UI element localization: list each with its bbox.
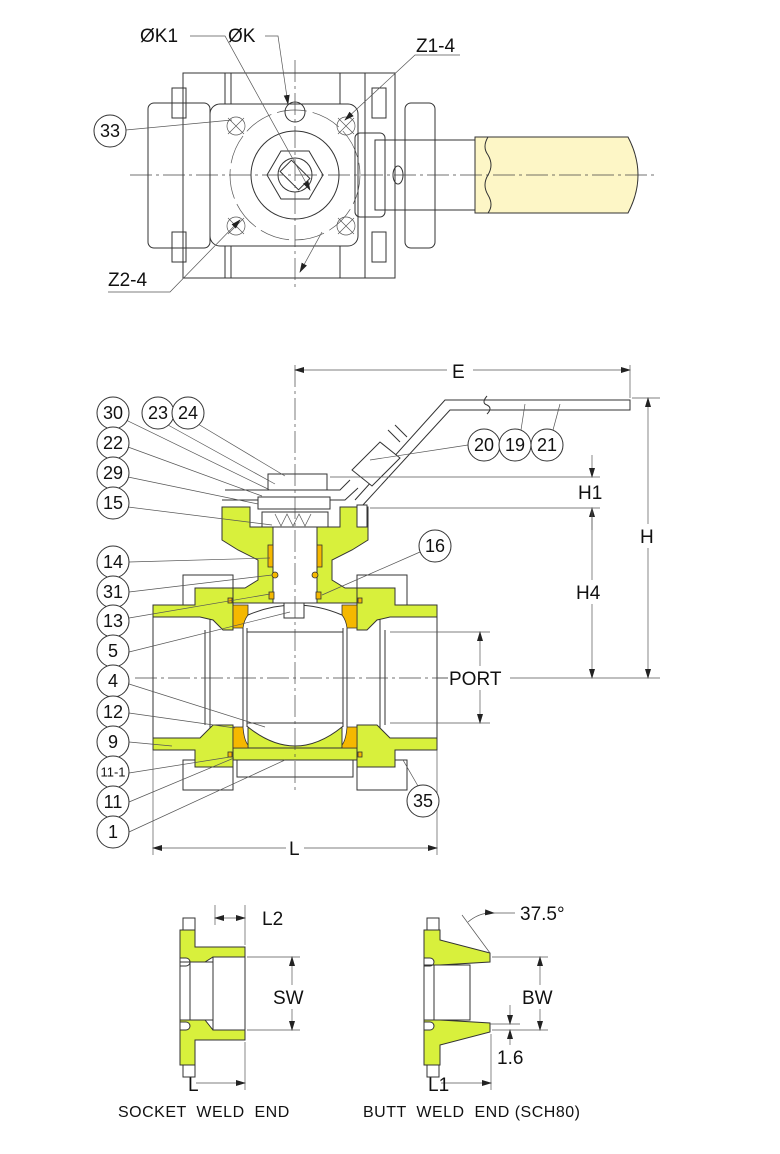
svg-text:21: 21	[537, 435, 557, 455]
handle-sleeve	[351, 441, 401, 487]
callout-16: 16	[418, 529, 452, 563]
label-dia-k: ØK	[228, 26, 256, 47]
top-view: ØK1 ØK Z1-4 Z2-4 33	[93, 26, 655, 293]
callout-23: 23	[141, 396, 175, 430]
label-z1-4: Z1-4	[416, 36, 456, 57]
socket-weld-caption: SOCKET WELD END	[118, 1104, 290, 1121]
stem-nut-front	[267, 473, 328, 491]
callout-1: 1	[96, 815, 130, 849]
callout-35: 35	[406, 784, 440, 818]
svg-text:13: 13	[103, 611, 123, 631]
butt-weld-detail: 37.5° BW 1.6 L1 BUTT WELD END (SCH80)	[363, 904, 580, 1121]
bolt	[371, 87, 387, 119]
dim-L1: L1	[428, 1075, 449, 1096]
callouts-left: 30 23 24 22 29 15 14 31 13 5 4 12 9 11-1…	[96, 396, 205, 849]
dim-PORT: PORT	[449, 669, 502, 690]
svg-text:33: 33	[100, 121, 120, 141]
callouts-right: 16 35 20 19 21	[406, 428, 564, 818]
svg-text:15: 15	[103, 493, 123, 513]
svg-text:4: 4	[108, 671, 118, 691]
callout-24: 24	[171, 396, 205, 430]
callout-11-1: 11-1	[96, 755, 130, 789]
svg-text:11: 11	[104, 792, 123, 812]
svg-text:1: 1	[108, 822, 118, 842]
svg-text:11-1: 11-1	[100, 765, 125, 780]
seat-right	[341, 604, 358, 629]
callout-33: 33	[93, 114, 127, 148]
callout-15: 15	[96, 486, 130, 520]
front-view: E H H1 H4 PORT L 30 23 24 22 29 15 14 31	[96, 362, 660, 860]
right-end-cap-section	[356, 587, 438, 631]
dim-wall-thickness: 1.6	[497, 1048, 523, 1069]
dim-L-socket: L	[188, 1075, 199, 1096]
callout-9: 9	[96, 725, 130, 759]
socket-weld-detail: L2 SW L SOCKET WELD END	[118, 905, 310, 1121]
dim-SW: SW	[273, 988, 304, 1009]
svg-text:22: 22	[103, 433, 123, 453]
dim-bevel-angle: 37.5°	[520, 904, 565, 925]
dim-L2: L2	[262, 909, 283, 930]
dim-H4: H4	[576, 583, 601, 604]
callout-12: 12	[96, 695, 130, 729]
butt-weld-caption: BUTT WELD END (SCH80)	[363, 1104, 580, 1121]
callout-31: 31	[96, 575, 130, 609]
dim-H1: H1	[578, 483, 602, 504]
svg-text:23: 23	[148, 403, 168, 423]
svg-text:31: 31	[103, 582, 123, 602]
svg-text:30: 30	[103, 403, 123, 423]
callout-11: 11	[96, 785, 130, 819]
callout-13: 13	[96, 604, 130, 638]
callout-21: 21	[530, 428, 564, 462]
svg-text:35: 35	[413, 791, 433, 811]
dim-BW: BW	[522, 988, 553, 1009]
svg-text:29: 29	[103, 463, 123, 483]
svg-text:9: 9	[108, 732, 118, 752]
svg-text:12: 12	[103, 702, 123, 722]
label-dia-k1: ØK1	[140, 26, 178, 47]
callout-29: 29	[96, 456, 130, 490]
svg-text:14: 14	[103, 552, 123, 572]
right-end-hex	[404, 102, 436, 249]
callout-22: 22	[96, 426, 130, 460]
left-end-cap-section	[152, 587, 234, 631]
callout-30: 30	[96, 396, 130, 430]
dim-H: H	[640, 527, 654, 548]
dim-L: L	[289, 839, 300, 860]
handle-lever	[354, 399, 631, 507]
callout-14: 14	[96, 545, 130, 579]
svg-text:20: 20	[474, 435, 494, 455]
svg-text:16: 16	[425, 536, 445, 556]
svg-text:24: 24	[178, 403, 198, 423]
svg-text:19: 19	[505, 435, 525, 455]
callout-5: 5	[96, 634, 130, 668]
callout-19: 19	[498, 428, 532, 462]
handle-grip	[474, 136, 639, 214]
bolt	[371, 231, 387, 263]
svg-text:5: 5	[108, 641, 118, 661]
callout-4: 4	[96, 664, 130, 698]
callout-20: 20	[467, 428, 501, 462]
bolt	[171, 231, 187, 263]
bolt	[171, 87, 187, 119]
seat-left	[232, 604, 249, 629]
label-z2-4: Z2-4	[108, 270, 148, 291]
dim-E: E	[452, 362, 465, 383]
